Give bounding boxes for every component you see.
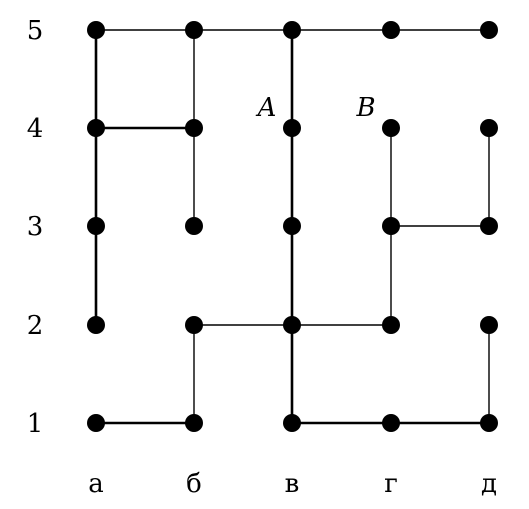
node-а1 <box>87 414 105 432</box>
node-в2 <box>283 316 301 334</box>
node-б3 <box>185 217 203 235</box>
node-д1 <box>480 414 498 432</box>
node-г5 <box>382 21 400 39</box>
node-г4 <box>382 119 400 137</box>
node-г1 <box>382 414 400 432</box>
node-а4 <box>87 119 105 137</box>
column-label-a: а <box>88 469 104 499</box>
node-в3 <box>283 217 301 235</box>
nodes-layer <box>87 21 498 432</box>
column-labels: а б в г д <box>88 469 497 499</box>
point-label-a: A <box>256 93 277 123</box>
row-labels: 1 2 3 4 5 <box>27 16 44 439</box>
node-д2 <box>480 316 498 334</box>
row-label-4: 4 <box>27 114 44 144</box>
node-д4 <box>480 119 498 137</box>
node-в4 <box>283 119 301 137</box>
column-label-b: б <box>186 469 202 499</box>
row-label-2: 2 <box>27 311 44 341</box>
column-label-d: д <box>481 469 497 499</box>
node-д3 <box>480 217 498 235</box>
node-а5 <box>87 21 105 39</box>
point-labels: A B <box>256 93 376 123</box>
node-а2 <box>87 316 105 334</box>
node-в1 <box>283 414 301 432</box>
node-б5 <box>185 21 203 39</box>
node-г3 <box>382 217 400 235</box>
column-label-v: в <box>285 469 300 499</box>
node-а3 <box>87 217 105 235</box>
node-г2 <box>382 316 400 334</box>
row-label-3: 3 <box>27 212 44 242</box>
row-label-1: 1 <box>27 409 44 439</box>
node-д5 <box>480 21 498 39</box>
node-в5 <box>283 21 301 39</box>
row-label-5: 5 <box>27 16 44 46</box>
node-б4 <box>185 119 203 137</box>
node-б1 <box>185 414 203 432</box>
point-label-b: B <box>355 93 375 123</box>
column-label-g: г <box>384 469 398 499</box>
node-б2 <box>185 316 203 334</box>
